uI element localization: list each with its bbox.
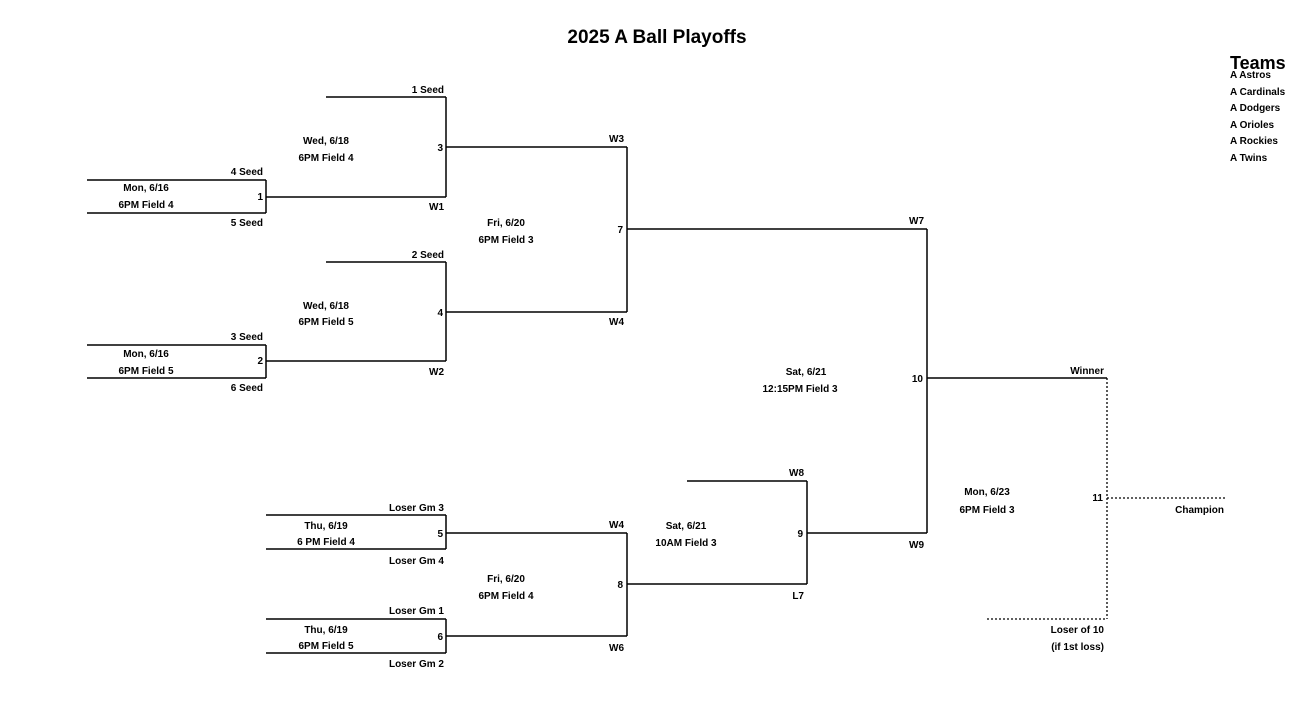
- game-1-top-label: 4 Seed: [231, 167, 263, 178]
- game-2-number: 2: [257, 356, 263, 367]
- game-5-day: Thu, 6/19: [304, 521, 348, 532]
- game-2-time-field: 6PM Field 5: [118, 366, 173, 377]
- game-7-day: Fri, 6/20: [487, 218, 525, 229]
- game-6-top-label: Loser Gm 1: [389, 606, 444, 617]
- game-6-time-field: 6PM Field 5: [298, 641, 353, 652]
- game-10-number: 10: [912, 374, 924, 385]
- game-1-number: 1: [257, 192, 263, 203]
- game-1-winner-label: W1: [429, 202, 444, 213]
- game-10-day: Sat, 6/21: [786, 367, 827, 378]
- game-2-day: Mon, 6/16: [123, 349, 169, 360]
- game-3-winner-label: W3: [609, 134, 624, 145]
- game-7-winner-label: W7: [909, 216, 924, 227]
- game-1-bottom-label: 5 Seed: [231, 218, 263, 229]
- game-6-day: Thu, 6/19: [304, 625, 348, 636]
- game-11-day: Mon, 6/23: [964, 487, 1010, 498]
- game-4-top-label: 2 Seed: [412, 250, 444, 261]
- team-item: A Astros: [1230, 70, 1271, 81]
- team-item: A Rockies: [1230, 136, 1278, 147]
- game-3-time-field: 6PM Field 4: [298, 153, 353, 164]
- game-9-day: Sat, 6/21: [666, 521, 707, 532]
- game-9-time-field: 10AM Field 3: [655, 538, 717, 549]
- team-item: A Orioles: [1230, 120, 1275, 131]
- game-5-time-field: 6 PM Field 4: [297, 537, 355, 548]
- game-3-number: 3: [437, 143, 443, 154]
- game-2-top-label: 3 Seed: [231, 332, 263, 343]
- game-1-day: Mon, 6/16: [123, 183, 169, 194]
- game-11-time-field: 6PM Field 3: [959, 505, 1014, 516]
- game-7-number: 7: [617, 225, 623, 236]
- teams-heading: Teams: [1230, 53, 1286, 73]
- game-11-bottom-note: (if 1st loss): [1051, 642, 1104, 653]
- game-3-top-label: 1 Seed: [412, 85, 444, 96]
- game-6-winner-label: W6: [609, 643, 624, 654]
- champion-label: Champion: [1175, 505, 1224, 516]
- game-5-number: 5: [437, 529, 443, 540]
- game-5-bottom-label: Loser Gm 4: [389, 556, 444, 567]
- game-8-out-label: L7: [792, 591, 804, 602]
- game-10-winner-label: Winner: [1070, 366, 1104, 377]
- game-11-number: 11: [1092, 493, 1103, 504]
- team-item: A Dodgers: [1230, 103, 1281, 114]
- teams-list-background: [1228, 70, 1307, 190]
- game-1-time-field: 6PM Field 4: [118, 200, 173, 211]
- game-3-day: Wed, 6/18: [303, 136, 349, 147]
- game-8-day: Fri, 6/20: [487, 574, 525, 585]
- game-6-bottom-label: Loser Gm 2: [389, 659, 444, 670]
- game-6-number: 6: [437, 632, 443, 643]
- game-5-top-label: Loser Gm 3: [389, 503, 444, 514]
- game-11-bottom-label: Loser of 10: [1051, 625, 1105, 636]
- game-2-winner-label: W2: [429, 367, 444, 378]
- game-9-winner-label: W9: [909, 540, 924, 551]
- game-10-time-field: 12:15PM Field 3: [762, 384, 837, 395]
- game-8-number: 8: [617, 580, 623, 591]
- game-2-bottom-label: 6 Seed: [231, 383, 263, 394]
- game-4-day: Wed, 6/18: [303, 301, 349, 312]
- team-item: A Twins: [1230, 153, 1268, 164]
- game-7-time-field: 6PM Field 3: [478, 235, 533, 246]
- game-4-number: 4: [437, 308, 443, 319]
- team-item: A Cardinals: [1230, 87, 1286, 98]
- game-9-top-label: W8: [789, 468, 804, 479]
- game-4-winner-label: W4: [609, 317, 624, 328]
- game-4-time-field: 6PM Field 5: [298, 317, 353, 328]
- page-title: 2025 A Ball Playoffs: [567, 27, 746, 48]
- game-9-number: 9: [797, 529, 803, 540]
- game-8-time-field: 6PM Field 4: [478, 591, 533, 602]
- game-5-winner-label: W4: [609, 520, 624, 531]
